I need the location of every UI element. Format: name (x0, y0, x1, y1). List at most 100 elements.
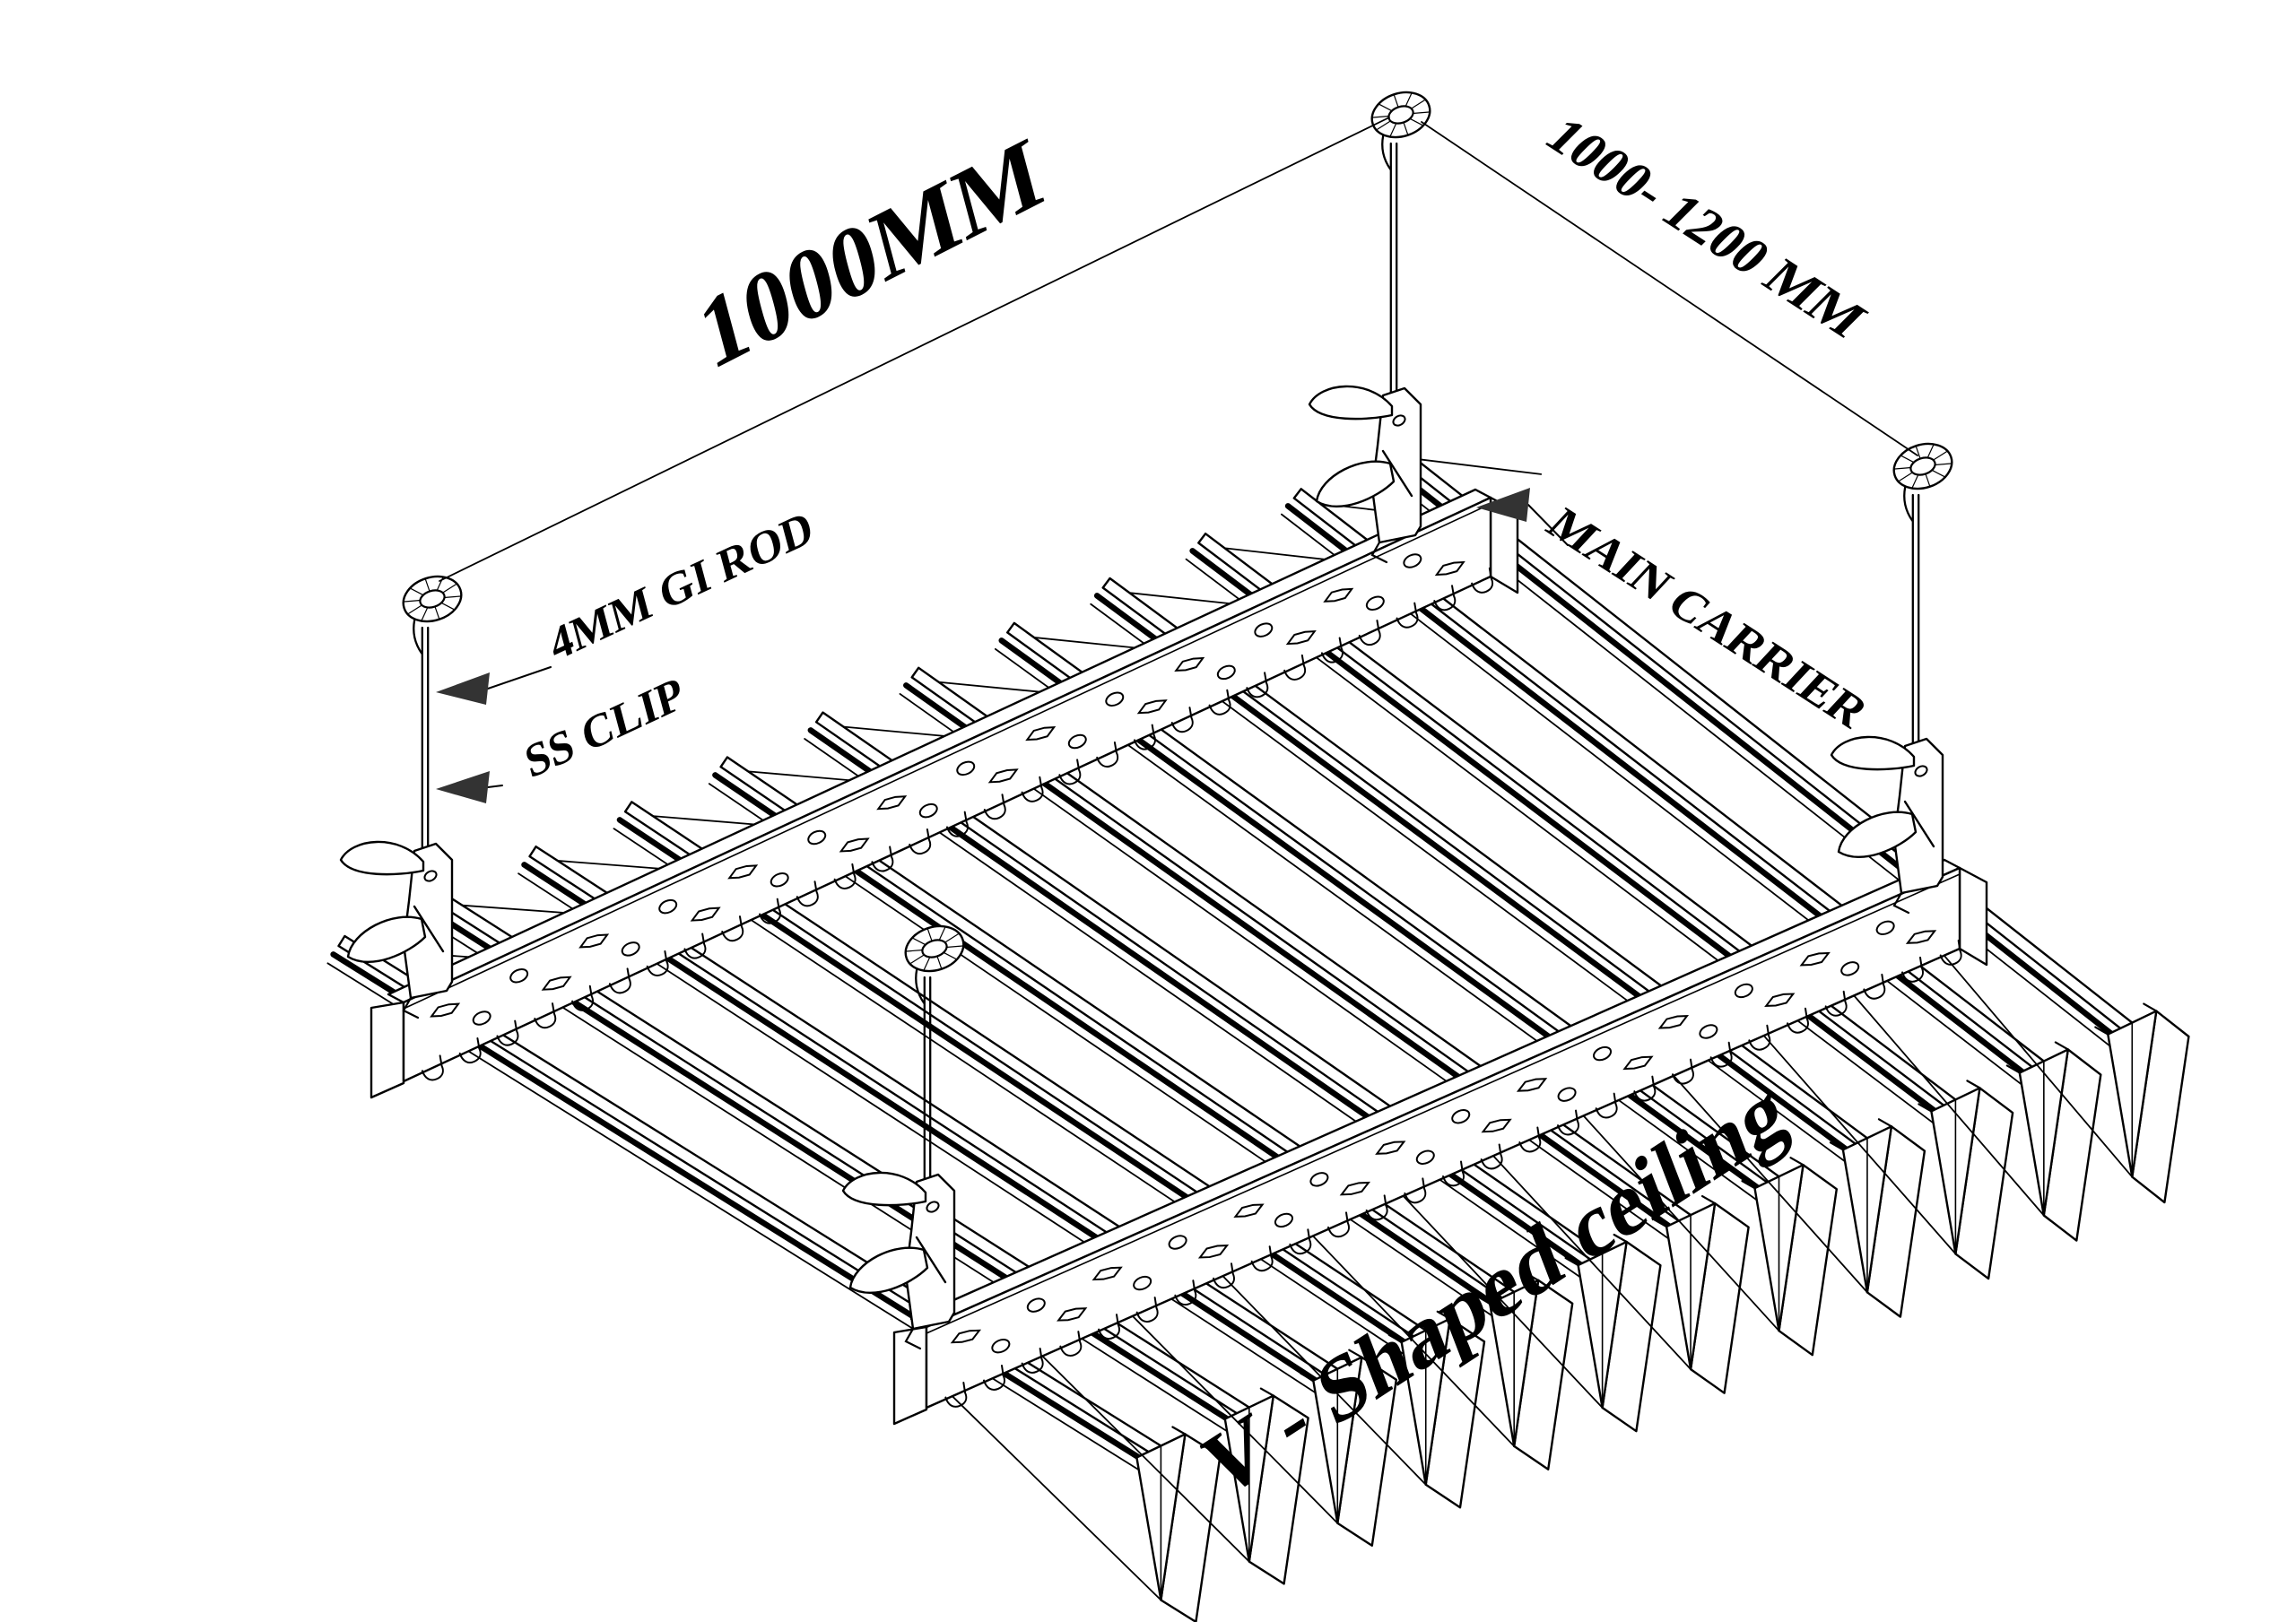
leader-arrows (436, 488, 1569, 803)
v-end-lip (1476, 1295, 1492, 1305)
carrier-hole-perforation (1403, 553, 1422, 568)
rod-loop-wrap-line (912, 937, 926, 945)
carrier-slot-perforation (987, 768, 1019, 784)
rod-loop-wrap-line (407, 604, 422, 615)
rod-loop-wrap-line (1378, 103, 1392, 111)
carrier-comb-tooth (1442, 1160, 1465, 1187)
rod-loop-outer (1370, 91, 1431, 139)
dimension-span-label: 1000MM (689, 115, 1053, 392)
rod-loop-wrap-line (1915, 446, 1921, 459)
carrier-slot-perforation (1091, 1266, 1123, 1281)
rod-loop-wrap-line (442, 583, 457, 594)
carrier-hole-perforation (1734, 983, 1753, 999)
rod-loop-wrap-line (404, 600, 421, 603)
carrier-slot-perforation (1339, 1181, 1370, 1196)
v-end-lip (1789, 1157, 1805, 1167)
v-end-crease (1312, 1235, 1516, 1447)
ss-clip-fold-line (413, 905, 445, 953)
v-end-lip (1700, 1194, 1717, 1205)
carrier-comb-tooth (1096, 741, 1119, 768)
rod-loop-wrap-line (421, 607, 428, 621)
carrier-comb-tooth (646, 950, 669, 977)
carrier-end-cap (892, 1325, 928, 1426)
carrier-hole-perforation (1274, 1212, 1293, 1228)
rod-loop-wrap-line (1935, 463, 1952, 465)
ss-clip-lower-spring (346, 915, 427, 964)
carrier-comb-tooth (944, 1381, 968, 1408)
rod-loop-wrap-line (1932, 470, 1945, 478)
carrier-slot-perforation (1323, 587, 1354, 603)
carrier-hole-perforation (991, 1338, 1011, 1354)
v-end-lip (1123, 1449, 1138, 1459)
carrier-hole-perforation (918, 802, 938, 819)
rod-loop-wrap-line (946, 945, 963, 948)
carrier-comb-tooth (1480, 1143, 1503, 1170)
rod-loop-wrap-line (926, 928, 933, 941)
carrier-slot-perforation (1799, 951, 1831, 967)
carrier-comb-tooth (1365, 1194, 1388, 1221)
ss-clip-hole (1914, 765, 1928, 777)
carrier-comb-tooth (759, 898, 781, 924)
v-end-lip (1652, 1218, 1668, 1228)
rear-main-carrier (370, 488, 1519, 1099)
carrier-comb-tooth (1327, 1211, 1350, 1238)
v-end-crease (1762, 1035, 1957, 1255)
rod-loop-wrap-line (1898, 472, 1913, 482)
rod-loop-inner (1909, 456, 1936, 476)
v-end-lip (1613, 1233, 1628, 1244)
carrier-comb-tooth (1396, 602, 1419, 629)
rod-loop-wrap-line (1411, 99, 1426, 109)
rod-loop-wrap-line (1376, 120, 1391, 131)
dimension-lines (439, 117, 1918, 582)
v-end-lip (2054, 1041, 2069, 1051)
carrier-comb-tooth (1709, 1041, 1733, 1068)
carrier-slot-perforation (430, 1002, 461, 1018)
carrier-leader-arrow-head (1476, 488, 1530, 522)
v-end-lip (2143, 1002, 2158, 1012)
carrier-leader-arrow-line (1527, 504, 1569, 546)
carrier-comb-tooth (571, 984, 595, 1011)
ss-clip-fold-line (1381, 449, 1413, 498)
carrier-slot-perforation (839, 837, 870, 853)
ss-clip (339, 840, 454, 1019)
carrier-slot-perforation (541, 976, 572, 991)
rod-loops-group (402, 91, 1953, 1004)
carrier-comb-tooth (1404, 1177, 1427, 1204)
v-end-crease (1131, 1314, 1339, 1524)
carrier-comb-tooth (1021, 776, 1044, 802)
rod-loop-wrap-line (434, 606, 440, 620)
ss-clips-group (339, 385, 1944, 1350)
carrier-slot-perforation (1025, 726, 1057, 742)
carrier-comb-tooth (1557, 1109, 1579, 1136)
rod-loop-outer (402, 575, 463, 623)
carrier-comb-tooth (458, 1037, 482, 1064)
ss-clip-fold-line (1903, 800, 1935, 848)
carrier-slot-perforation (1197, 1244, 1230, 1259)
carrier-comb-tooth (1358, 620, 1381, 646)
rod-loop-wrap-line (1413, 111, 1430, 114)
carrier-comb-tooth (534, 1002, 557, 1029)
ss-clip-foot (904, 1327, 922, 1350)
v-end-crease (1943, 954, 2134, 1178)
v-end-crease (1582, 1115, 1780, 1332)
rod-loop-wrap-line (444, 595, 461, 598)
dimension-drop-label: 1000- 1200 MM (1533, 108, 1879, 347)
carrier-comb-tooth (1170, 707, 1194, 733)
carrier-slot-perforation (1174, 656, 1205, 672)
carrier-hole-perforation (1875, 920, 1895, 936)
carrier-comb-tooth (683, 932, 707, 959)
front-main-carrier (892, 858, 1988, 1426)
ss-clip-hole (926, 1201, 940, 1213)
v-end-lip (1966, 1080, 1981, 1089)
ss-clip-lower-spring (1315, 460, 1396, 508)
rod-label: 4MM GI ROD (544, 501, 818, 672)
rod-loop-wrap-line (441, 603, 455, 611)
carrier-top-double-line (926, 873, 1961, 1334)
carrier-end-cap (370, 1001, 405, 1099)
rod-loop-outer (904, 924, 965, 973)
carrier-comb-tooth (721, 915, 744, 942)
carrier-hole-perforation (1557, 1087, 1577, 1102)
rod-loop-wrap-line (939, 926, 946, 941)
rod-loop (904, 924, 965, 1004)
